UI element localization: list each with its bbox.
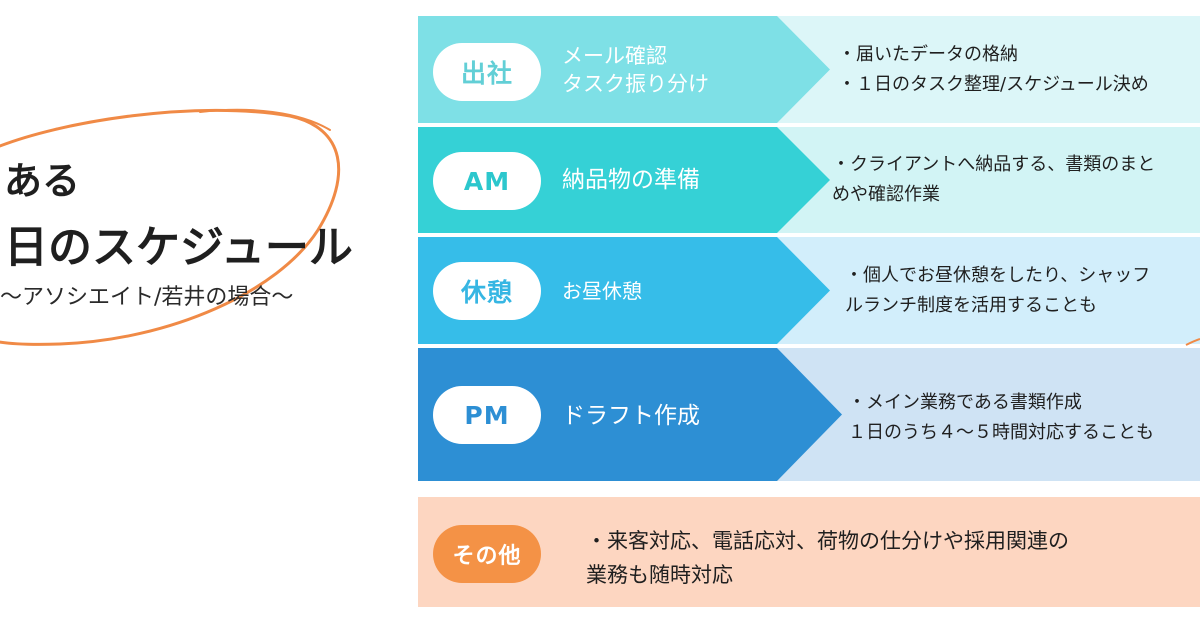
detail-pm: ・メイン業務である書類作成 １日のうち４〜５時間対応することも: [848, 388, 1154, 448]
task-shukkin: メール確認 タスク振り分け: [562, 42, 709, 98]
detail-line: ・個人でお昼休憩をしたり、シャッフ: [845, 265, 1151, 286]
detail-line: ・来客対応、電話応対、荷物の仕分けや採用関連の: [586, 529, 1069, 553]
page-title-line2: 日のスケジュール: [4, 222, 353, 273]
label-other: その他: [452, 544, 522, 569]
detail-line: ・クライアントへ納品する、書類のまと: [832, 154, 1156, 175]
label-am: AM: [463, 166, 511, 196]
detail-am: ・クライアントへ納品する、書類のまと めや確認作業: [832, 150, 1155, 210]
task-line: メール確認: [562, 44, 667, 68]
detail-line: １日のうち４〜５時間対応することも: [848, 422, 1154, 443]
detail-other: ・来客対応、電話応対、荷物の仕分けや採用関連の 業務も随時対応: [586, 524, 1069, 592]
title-area: ある 日のスケジュール 〜アソシエイト/若井の場合〜: [0, 0, 410, 630]
orange-accent-stroke: [1185, 338, 1200, 346]
task-line: ドラフト作成: [562, 403, 700, 429]
detail-line: ・メイン業務である書類作成: [848, 392, 1082, 413]
detail-line: ・１日のタスク整理/スケジュール決め: [838, 74, 1149, 95]
row-pm-arrow: [418, 348, 842, 481]
label-pill-pm: PM: [433, 386, 541, 444]
task-line: お昼休憩: [562, 279, 642, 303]
label-shukkin: 出社: [460, 59, 513, 88]
detail-line: ルランチ制度を活用することも: [845, 295, 1097, 316]
task-kyukei: お昼休憩: [562, 277, 642, 305]
label-pm: PM: [464, 400, 510, 430]
page-title-line1: ある: [4, 159, 81, 203]
detail-shukkin: ・届いたデータの格納 ・１日のタスク整理/スケジュール決め: [838, 40, 1149, 100]
detail-line: めや確認作業: [832, 184, 940, 205]
row-other-band: [418, 497, 1200, 607]
orange-circle-scribble: [0, 108, 341, 346]
detail-line: 業務も随時対応: [586, 563, 733, 587]
task-line: 納品物の準備: [562, 167, 700, 193]
label-pill-am: AM: [433, 152, 541, 210]
label-pill-shukkin: 出社: [433, 43, 541, 101]
page-subtitle: 〜アソシエイト/若井の場合〜: [0, 285, 294, 310]
task-line: タスク振り分け: [562, 72, 709, 96]
label-kyukei: 休憩: [460, 278, 513, 307]
detail-line: ・届いたデータの格納: [838, 44, 1018, 65]
task-am: 納品物の準備: [562, 166, 700, 194]
task-pm: ドラフト作成: [562, 402, 700, 430]
label-pill-kyukei: 休憩: [433, 262, 541, 320]
detail-kyukei: ・個人でお昼休憩をしたり、シャッフ ルランチ制度を活用することも: [845, 261, 1150, 321]
label-pill-other: その他: [433, 525, 541, 583]
